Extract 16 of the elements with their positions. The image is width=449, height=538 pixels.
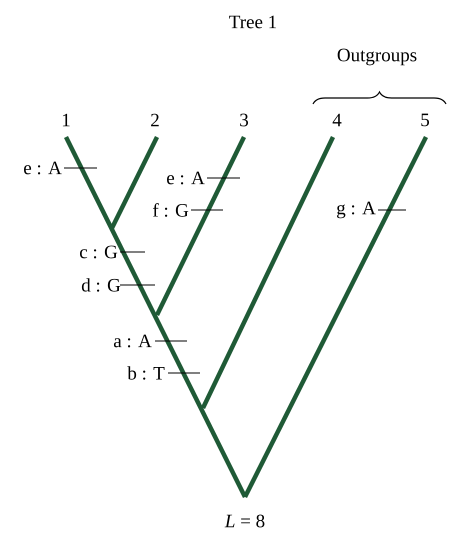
title: Tree 1 <box>229 16 276 28</box>
leaf-number: 4 <box>332 114 342 126</box>
mutation-label: g : A <box>337 202 376 218</box>
mutation-label: f : G <box>152 203 188 217</box>
leaf-number: 3 <box>240 114 248 126</box>
leaf-number: 5 <box>421 114 430 126</box>
group-label: Outgroups <box>338 48 416 66</box>
mutation-label: c : G <box>80 246 118 258</box>
mutation-label: a : A <box>114 334 152 348</box>
leaf-number: 1 <box>62 114 70 126</box>
mutation-label: e : A <box>24 162 62 174</box>
leaf-number: 2 <box>151 114 159 126</box>
mutation-label: d : G <box>82 278 120 292</box>
mutation-label: b : T <box>127 366 164 380</box>
tree-length-label: L = 8 <box>224 514 264 528</box>
mutation-label: e : A <box>167 172 205 184</box>
